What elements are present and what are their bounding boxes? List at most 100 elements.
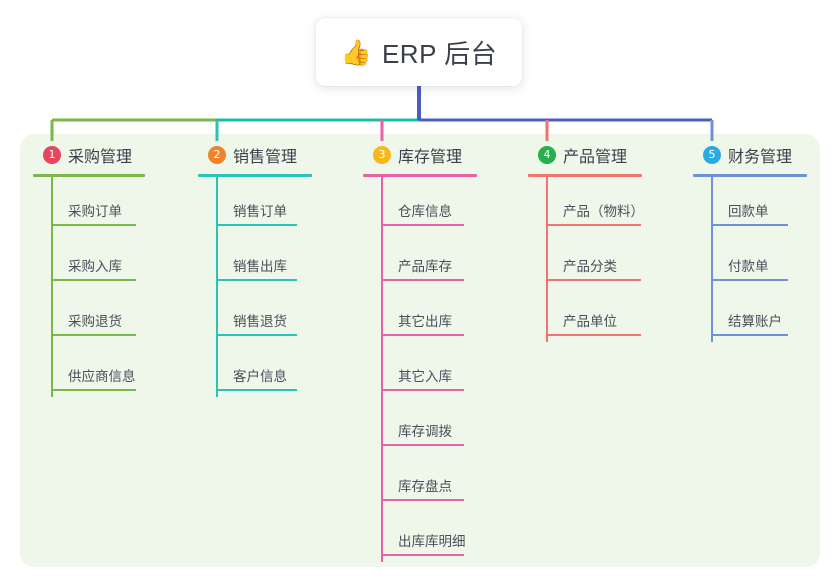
column-1: 1 采购管理采购订单采购入库采购退货供应商信息 — [33, 142, 145, 397]
list-item-label: 销售退货 — [233, 314, 287, 329]
list-item-label: 其它出库 — [398, 314, 452, 329]
list-item[interactable]: 产品库存 — [364, 232, 477, 287]
list-item-label: 供应商信息 — [68, 369, 136, 384]
list-item-underline — [382, 389, 464, 391]
list-item-underline — [547, 279, 641, 281]
column-items: 销售订单销售出库销售退货客户信息 — [198, 177, 312, 397]
list-item-label: 付款单 — [728, 259, 769, 274]
list-item-underline — [52, 334, 136, 336]
list-item-label: 其它入库 — [398, 369, 452, 384]
list-item[interactable]: 出库库明细 — [364, 507, 477, 562]
list-item-underline — [382, 444, 464, 446]
list-item-label: 产品库存 — [398, 259, 452, 274]
column-spine — [546, 177, 548, 342]
list-item[interactable]: 其它出库 — [364, 287, 477, 342]
column-title: 销售管理 — [233, 149, 298, 166]
root-node[interactable]: 👍 ERP 后台 — [316, 18, 522, 86]
list-item-underline — [52, 389, 136, 391]
list-item[interactable]: 仓库信息 — [364, 177, 477, 232]
list-item-label: 出库库明细 — [398, 534, 466, 549]
list-item-underline — [547, 224, 641, 226]
list-item[interactable]: 采购入库 — [34, 232, 145, 287]
column-badge: 4 — [538, 146, 556, 164]
list-item[interactable]: 库存调拨 — [364, 397, 477, 452]
list-item-underline — [382, 279, 464, 281]
column-header[interactable]: 1 采购管理 — [33, 142, 145, 168]
children-panel — [20, 134, 820, 567]
list-item-underline — [52, 279, 136, 281]
list-item[interactable]: 采购订单 — [34, 177, 145, 232]
column-badge: 2 — [208, 146, 226, 164]
column-items: 回款单付款单结算账户 — [693, 177, 807, 342]
list-item-underline — [547, 334, 641, 336]
column-header[interactable]: 3 库存管理 — [363, 142, 477, 168]
column-title: 产品管理 — [563, 149, 628, 166]
column-badge: 3 — [373, 146, 391, 164]
column-items: 产品（物料） 产品分类产品单位 — [528, 177, 644, 342]
column-badge: 1 — [43, 146, 61, 164]
list-item-label: 仓库信息 — [398, 204, 452, 219]
column-underline — [198, 174, 312, 177]
list-item-underline — [217, 279, 297, 281]
list-item-label: 采购退货 — [68, 314, 122, 329]
list-item-label: 回款单 — [728, 204, 769, 219]
column-header[interactable]: 2 销售管理 — [198, 142, 312, 168]
list-item-label: 采购订单 — [68, 204, 122, 219]
list-item-label: 产品分类 — [563, 259, 617, 274]
column-spine — [216, 177, 218, 397]
list-item[interactable]: 销售订单 — [199, 177, 312, 232]
column-underline — [528, 174, 642, 177]
column-title: 库存管理 — [398, 149, 463, 166]
column-spine — [51, 177, 53, 397]
list-item[interactable]: 结算账户 — [694, 287, 807, 342]
list-item-label: 销售订单 — [233, 204, 287, 219]
list-item[interactable]: 付款单 — [694, 232, 807, 287]
column-spine — [711, 177, 713, 342]
list-item[interactable]: 产品（物料） — [529, 177, 644, 232]
list-item[interactable]: 其它入库 — [364, 342, 477, 397]
list-item-underline — [382, 334, 464, 336]
list-item-underline — [712, 224, 788, 226]
column-spine — [381, 177, 383, 562]
list-item-label: 结算账户 — [728, 314, 782, 329]
list-item-label: 产品（物料） — [563, 204, 644, 219]
list-item-underline — [217, 224, 297, 226]
list-item-label: 库存调拨 — [398, 424, 452, 439]
column-4: 4 产品管理产品（物料） 产品分类产品单位 — [528, 142, 644, 342]
column-underline — [363, 174, 477, 177]
column-underline — [693, 174, 807, 177]
list-item-underline — [712, 334, 788, 336]
list-item-underline — [382, 554, 464, 556]
column-2: 2 销售管理销售订单销售出库销售退货客户信息 — [198, 142, 312, 397]
column-header[interactable]: 5 财务管理 — [693, 142, 807, 168]
list-item[interactable]: 销售退货 — [199, 287, 312, 342]
list-item-underline — [382, 499, 464, 501]
list-item[interactable]: 库存盘点 — [364, 452, 477, 507]
column-underline — [33, 174, 145, 177]
root-title: ERP 后台 — [381, 38, 498, 69]
list-item-underline — [712, 279, 788, 281]
list-item[interactable]: 销售出库 — [199, 232, 312, 287]
column-title: 采购管理 — [68, 149, 133, 166]
list-item[interactable]: 供应商信息 — [34, 342, 145, 397]
list-item-underline — [52, 224, 136, 226]
column-5: 5 财务管理回款单付款单结算账户 — [693, 142, 807, 342]
list-item[interactable]: 回款单 — [694, 177, 807, 232]
list-item-label: 采购入库 — [68, 259, 122, 274]
list-item[interactable]: 客户信息 — [199, 342, 312, 397]
column-3: 3 库存管理仓库信息产品库存其它出库其它入库库存调拨库存盘点出库库明细 — [363, 142, 477, 562]
list-item-label: 客户信息 — [233, 369, 287, 384]
column-badge: 5 — [703, 146, 721, 164]
list-item-label: 库存盘点 — [398, 479, 452, 494]
list-item-underline — [217, 334, 297, 336]
list-item-label: 产品单位 — [563, 314, 617, 329]
list-item[interactable]: 产品单位 — [529, 287, 642, 342]
list-item-underline — [217, 389, 297, 391]
thumbs-up-icon: 👍 — [340, 37, 372, 67]
list-item[interactable]: 产品分类 — [529, 232, 642, 287]
list-item[interactable]: 采购退货 — [34, 287, 145, 342]
column-header[interactable]: 4 产品管理 — [528, 142, 642, 168]
column-items: 采购订单采购入库采购退货供应商信息 — [33, 177, 145, 397]
column-title: 财务管理 — [728, 149, 793, 166]
